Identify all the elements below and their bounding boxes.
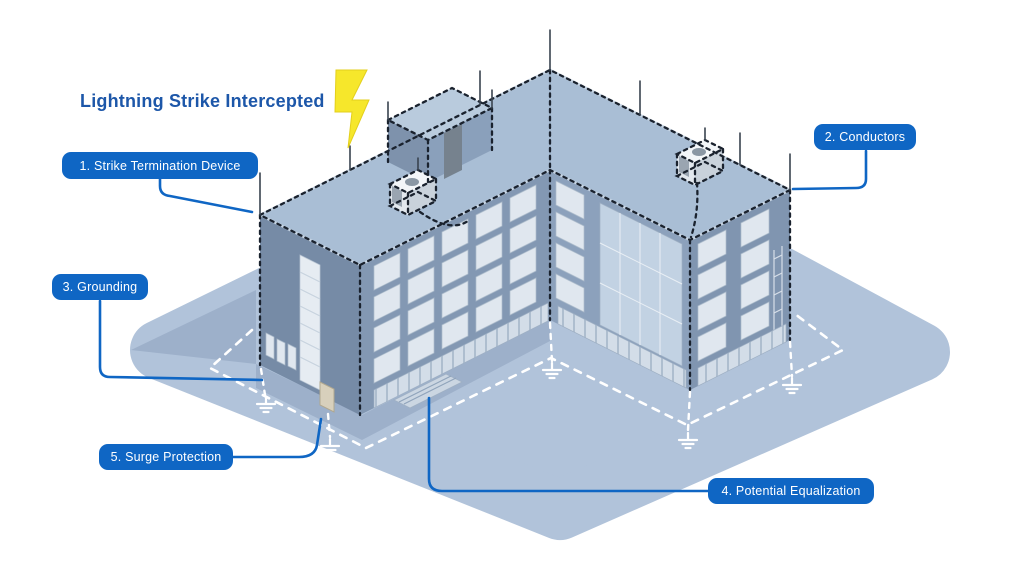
callout-strike-termination-device: 1. Strike Termination Device <box>62 152 258 214</box>
penthouse-door <box>444 124 462 179</box>
callout-connector-line <box>791 149 868 191</box>
wing-b-front-glazing <box>557 305 687 389</box>
callout-potential-equalization: 4. Potential Equalization <box>427 396 874 504</box>
building <box>258 68 792 415</box>
callout-box <box>62 152 258 179</box>
wing-b-front-windows <box>555 180 585 313</box>
callout-box <box>814 124 916 150</box>
callout-connector-line <box>231 417 323 459</box>
callout-grounding: 3. Grounding <box>52 274 264 382</box>
air-terminal-rods <box>259 29 791 216</box>
callout-label: 4. Potential Equalization <box>721 484 860 498</box>
exterior-ladder <box>773 246 783 330</box>
curtain-wall <box>599 202 683 367</box>
callout-connector-line <box>98 299 264 382</box>
surge-protection-device <box>319 381 335 413</box>
callout-connector-line <box>158 177 254 214</box>
front-facade-window-grid <box>373 184 537 384</box>
hvac-unit-2 <box>677 140 723 185</box>
callout-label: 3. Grounding <box>63 280 138 294</box>
callout-connector-line <box>427 396 710 493</box>
callout-conductors: 2. Conductors <box>791 124 916 191</box>
callout-box <box>708 478 874 504</box>
diagram-title: Lightning Strike Intercepted <box>80 91 325 111</box>
callout-box <box>52 274 148 300</box>
entrance-stairs <box>393 373 463 409</box>
callout-surge-protection: 5. Surge Protection <box>99 417 323 470</box>
lightning-bolt-icon <box>334 69 370 149</box>
wing-b-side-glazing <box>697 323 787 387</box>
stairwell-glass-strip <box>299 254 321 391</box>
grounding-ring <box>207 312 846 456</box>
building-shadow <box>131 290 550 440</box>
callout-label: 5. Surge Protection <box>111 450 222 464</box>
wing-b-side-window-grid <box>697 208 770 362</box>
front-ground-floor-glazing <box>373 302 549 409</box>
callout-label: 1. Strike Termination Device <box>80 159 241 173</box>
callout-label: 2. Conductors <box>825 130 905 144</box>
callout-box <box>99 444 233 470</box>
west-facade-windows <box>265 332 297 371</box>
